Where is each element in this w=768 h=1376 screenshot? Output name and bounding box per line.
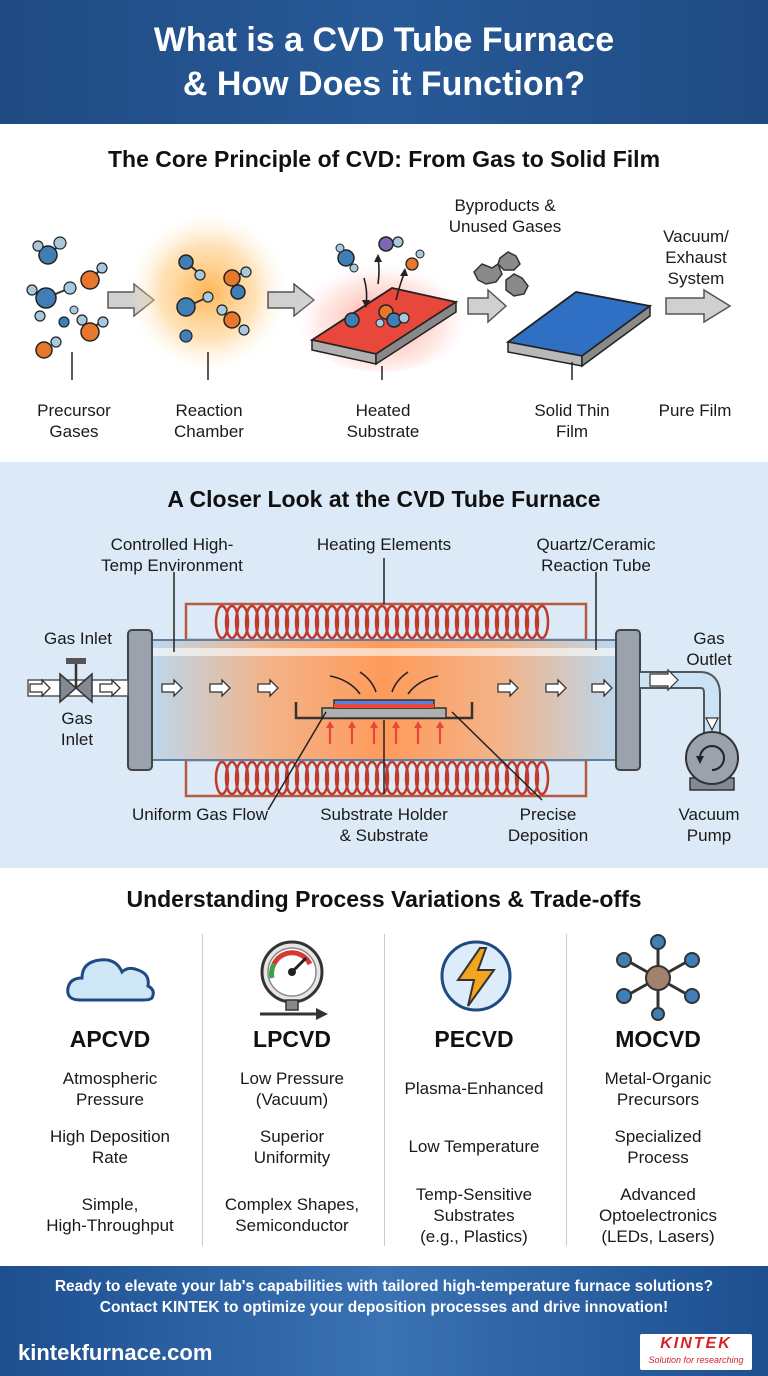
logo-wordmark: KINTEK [660,1335,732,1352]
variation-name-pecvd: PECVD [434,1026,514,1052]
label-controlled-environment: Controlled High-Temp Environment [101,535,243,575]
cvd-principle-diagram [26,212,732,380]
bottom-heating-coil [214,760,550,796]
reaction-molecules [176,254,252,343]
gas-flow-arrow [29,678,51,698]
top-heating-coil [214,604,550,640]
section2-title: A Closer Look at the CVD Tube Furnace [167,486,601,512]
deposition-arrows [329,671,439,695]
variation-name-lpcvd: LPCVD [253,1026,331,1052]
gas-flow-arrow [591,678,613,698]
molecule-icon [616,934,700,1021]
gas-flow-arrow [209,678,231,698]
solid-thin-film [505,291,653,368]
byproduct-gas-clumps [473,251,529,297]
heat-arrow [348,721,356,728]
footer-call-to-action: Ready to elevate your lab's capabilities… [54,1278,714,1316]
heat-arrow [436,721,444,728]
outlet-flow-arrow [649,668,679,692]
lightning-bolt-icon [440,940,512,1012]
variation-name-mocvd: MOCVD [615,1026,701,1052]
heat-arrows [326,721,444,744]
variation-apcvd-use: Simple,High-Throughput [46,1195,174,1235]
inlet-flange [127,629,153,771]
heated-substrate [309,236,459,366]
gas-inlet-valve [59,672,78,704]
page-title: What is a CVD Tube Furnace & How Does it… [0,18,768,106]
variation-lpcvd-use: Complex Shapes,Semiconductor [224,1195,360,1235]
precursor-gas-molecules [26,236,109,359]
section3-title: Understanding Process Variations & Trade… [126,886,642,912]
logo-tagline: Solution for researching [648,1355,744,1365]
flow-arrow-4 [665,288,732,324]
pressure-gauge-icon [260,940,328,1020]
column-divider [202,934,203,1246]
tube-furnace-diagram [27,558,739,810]
gas-flow-arrow [497,678,519,698]
column-divider [566,934,567,1246]
substrate-holder [294,699,474,720]
outlet-flow-arrow [705,717,719,732]
label-gas-inlet-top: Gas Inlet [43,629,113,648]
label-substrate-holder: Substrate Holder& Substrate [320,805,448,845]
outlet-flange [615,629,641,771]
label-uniform-gas-flow: Uniform Gas Flow [131,805,268,824]
label-heating-elements: Heating Elements [316,535,452,554]
gas-flow-arrow [257,678,279,698]
cloud-icon [66,958,155,1002]
gas-flow-arrow [161,678,183,698]
website-link[interactable]: kintekfurnace.com [18,1340,213,1365]
heat-arrow [392,721,400,728]
flow-arrow-3 [467,288,508,324]
variation-name-apcvd: APCVD [69,1026,151,1052]
gas-flow-arrow [99,678,121,698]
variation-pecvd-type: Plasma-Enhanced [404,1079,544,1098]
column-divider [384,934,385,1246]
section1-title: The Core Principle of CVD: From Gas to S… [107,146,661,172]
header-banner [0,0,768,124]
heat-arrow [326,721,334,728]
kintek-logo[interactable]: KINTEK Solution for researching [640,1334,752,1370]
label-pure-film: Pure Film [658,401,732,420]
heat-arrow [414,721,422,728]
page-title-line2: & How Does it Function? [182,65,586,103]
heat-arrow [370,721,378,728]
gas-flow-arrows [29,668,719,732]
variation-pecvd-benefit: Low Temperature [408,1137,540,1156]
label-byproducts: Byproducts &Unused Gases [448,196,562,236]
page-title-line1: What is a CVD Tube Furnace [153,21,615,59]
variation-lpcvd-pressure: Low Pressure(Vacuum) [240,1069,344,1109]
vacuum-pump [685,731,739,791]
gas-flow-arrow [545,678,567,698]
